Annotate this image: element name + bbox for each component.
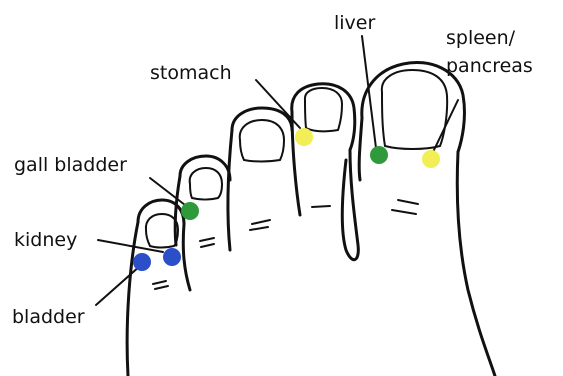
label-bladder: bladder bbox=[12, 306, 85, 328]
liver-leader bbox=[362, 36, 376, 148]
kidney-point bbox=[163, 248, 181, 266]
gall-bladder-point bbox=[181, 202, 199, 220]
liver-point bbox=[370, 146, 388, 164]
stomach-point bbox=[295, 128, 313, 146]
label-gall-bladder: gall bladder bbox=[14, 154, 127, 176]
spleen-pancreas-leader bbox=[434, 100, 458, 150]
label-spleen-line2: pancreas bbox=[446, 55, 533, 77]
big-toe bbox=[359, 62, 495, 376]
bladder-leader bbox=[96, 266, 140, 305]
label-liver: liver bbox=[334, 12, 375, 34]
labels: liver spleen/ pancreas stomach gall blad… bbox=[12, 12, 533, 328]
label-stomach: stomach bbox=[150, 62, 232, 84]
label-spleen-line1: spleen/ bbox=[446, 27, 516, 49]
spleen-pancreas-point bbox=[422, 150, 440, 168]
bladder-point bbox=[133, 253, 151, 271]
label-kidney: kidney bbox=[14, 229, 77, 251]
second-toe bbox=[292, 84, 359, 260]
